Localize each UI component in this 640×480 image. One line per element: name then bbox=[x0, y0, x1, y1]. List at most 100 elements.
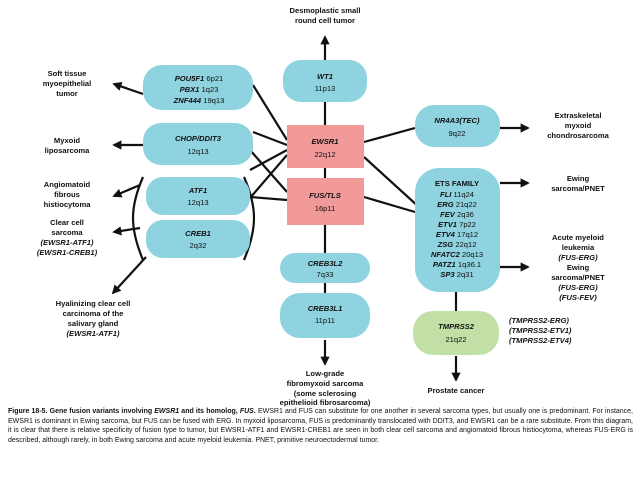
node-ets-line-5: ETV4 17q12 bbox=[436, 230, 478, 239]
outcome-soft-tissue: Soft tissue myoepithelial tumor bbox=[43, 69, 92, 98]
outcome-ewing-pnet2-fusion-1: (FUS-ERG) bbox=[558, 283, 598, 292]
node-ewsr1-gene: EWSR1 bbox=[311, 137, 338, 146]
arrow-soft-tissue bbox=[112, 82, 144, 96]
line-atf1-fus bbox=[249, 195, 288, 202]
node-ets-locus-9: 2q31 bbox=[457, 270, 474, 279]
line-pou-ewsr1 bbox=[252, 84, 288, 141]
caption-title: Figure 18-5. Gene fusion variants involv… bbox=[8, 408, 155, 415]
outcome-ext-myxoid: Extraskeletal myxoid chondrosarcoma bbox=[547, 111, 609, 140]
outcome-low-grade-line-4: epithelioid fibrosarcoma) bbox=[280, 398, 371, 407]
outcome-clear-cell-line-2: sarcoma bbox=[51, 228, 83, 237]
node-ets-gene-7: NFATC2 bbox=[431, 250, 461, 259]
node-pou-locus-2: 1q23 bbox=[202, 85, 219, 94]
node-pou-gene-2: PBX1 bbox=[180, 85, 200, 94]
line-ewsr1-nr4a3 bbox=[363, 126, 416, 144]
outcome-ext-myxoid-line-1: Extraskeletal bbox=[555, 111, 602, 120]
node-creb3l2-gene: CREB3L2 bbox=[308, 259, 343, 268]
line-atf1-ewsr1 bbox=[249, 154, 288, 199]
outcome-ewing-pnet2-fusion-2: (FUS-FEV) bbox=[559, 293, 597, 302]
outcome-aml: Acute myeloid leukemia (FUS-ERG) bbox=[552, 233, 604, 262]
line-chop-ewsr1 bbox=[252, 130, 288, 147]
node-pou: POU5F1 6p21 PBX1 1q23 ZNF444 19q13 bbox=[143, 65, 253, 110]
caption-title-gene-1: EWSR1 bbox=[154, 408, 180, 415]
line-ewsr1-ets bbox=[363, 156, 421, 209]
node-pou-locus-3: 19q13 bbox=[203, 96, 224, 105]
outcome-clear-cell: Clear cell sarcoma (EWSR1-ATF1) (EWSR1-C… bbox=[37, 218, 98, 257]
node-nr4a3-locus: 9q22 bbox=[449, 129, 466, 138]
node-creb1-locus: 2q32 bbox=[190, 241, 207, 250]
arrow-clear-cell bbox=[112, 226, 141, 236]
node-ets-line-8: PATZ1 1q36.1 bbox=[433, 260, 481, 269]
node-atf1-locus: 12q13 bbox=[187, 198, 208, 207]
figure-caption: Figure 18-5. Gene fusion variants involv… bbox=[8, 407, 633, 445]
node-ets-locus-7: 20q13 bbox=[462, 250, 483, 259]
node-ewsr1-locus: 22q12 bbox=[314, 150, 335, 159]
node-creb3l1-locus: 11p11 bbox=[315, 316, 335, 325]
node-atf1: ATF1 12q13 bbox=[146, 177, 250, 215]
node-wt1: WT1 11p13 bbox=[283, 60, 367, 102]
node-fus: FUS/TLS 16p11 bbox=[287, 178, 364, 225]
node-ets-gene-1: FLI bbox=[440, 190, 452, 199]
outcome-tmprss2-fusion-2: (TMPRSS2-ETV1) bbox=[509, 326, 572, 335]
node-tmprss2-gene: TMPRSS2 bbox=[438, 322, 475, 331]
node-ets-locus-4: 7p22 bbox=[459, 220, 476, 229]
outcome-aml-line-1: Acute myeloid bbox=[552, 233, 604, 242]
node-ets-gene-2: ERG bbox=[437, 200, 454, 209]
node-ets-locus-5: 17q12 bbox=[457, 230, 478, 239]
node-ets-locus-1: 11q24 bbox=[453, 190, 474, 199]
outcome-low-grade-line-2: fibromyxoid sarcoma bbox=[287, 379, 365, 388]
caption-title-end: . bbox=[253, 408, 256, 415]
node-ets-locus-8: 1q36.1 bbox=[458, 260, 481, 269]
node-wt1-gene: WT1 bbox=[317, 72, 333, 81]
node-ets-gene-3: FEV bbox=[440, 210, 456, 219]
node-atf1-gene: ATF1 bbox=[188, 186, 207, 195]
caption-title-gene-2: FUS bbox=[239, 408, 254, 415]
outcome-soft-tissue-line-2: myoepithelial bbox=[43, 79, 92, 88]
node-ets-line-2: ERG 21q22 bbox=[437, 200, 477, 209]
outcome-prostate: Prostate cancer bbox=[428, 386, 485, 395]
node-creb3l2: CREB3L2 7q33 bbox=[280, 253, 370, 283]
node-ets-line-4: ETV1 7p22 bbox=[438, 220, 476, 229]
outcome-clear-cell-line-1: Clear cell bbox=[50, 218, 84, 227]
node-pou-line-3: ZNF444 19q13 bbox=[173, 96, 225, 105]
outcome-myxoid-lipo: Myxoid liposarcoma bbox=[45, 136, 91, 155]
node-ets-gene-6: ZSG bbox=[437, 240, 454, 249]
node-creb1: CREB1 2q32 bbox=[146, 220, 250, 258]
node-ewsr1: EWSR1 22q12 bbox=[287, 125, 364, 168]
outcome-hyalinizing: Hyalinizing clear cell carcinoma of the … bbox=[56, 299, 131, 338]
node-ets-gene-5: ETV4 bbox=[436, 230, 456, 239]
outcome-aml-fusion: (FUS-ERG) bbox=[558, 253, 598, 262]
outcome-angiomatoid-line-3: histiocytoma bbox=[44, 200, 92, 209]
node-ets-gene-8: PATZ1 bbox=[433, 260, 456, 269]
node-ets-locus-2: 21q22 bbox=[456, 200, 477, 209]
outcome-ewing-pnet-line-2: sarcoma/PNET bbox=[551, 184, 605, 193]
line-chop-fus bbox=[249, 149, 288, 193]
outcome-hyalinizing-line-1: Hyalinizing clear cell bbox=[56, 299, 131, 308]
node-creb1-gene: CREB1 bbox=[185, 229, 211, 238]
outcome-ewing-pnet2-line-1: Ewing bbox=[567, 263, 590, 272]
node-pou-gene-3: ZNF444 bbox=[173, 96, 202, 105]
node-fus-locus: 16p11 bbox=[315, 204, 336, 213]
node-ets-line-3: FEV 2q36 bbox=[440, 210, 474, 219]
outcome-dsrct-line-1: Desmoplastic small bbox=[290, 6, 361, 15]
outcome-dsrct: Desmoplastic small round cell tumor bbox=[290, 6, 361, 25]
outcome-aml-line-2: leukemia bbox=[562, 243, 595, 252]
node-ets-locus-6: 22q12 bbox=[455, 240, 476, 249]
node-creb3l2-locus: 7q33 bbox=[317, 270, 334, 279]
outcome-ewing-pnet: Ewing sarcoma/PNET bbox=[551, 174, 605, 193]
outcome-low-grade-line-1: Low-grade bbox=[306, 369, 344, 378]
outcome-ext-myxoid-line-3: chondrosarcoma bbox=[547, 131, 609, 140]
arrow-angiomatoid bbox=[112, 183, 141, 198]
caption-title-mid: and its homolog, bbox=[179, 408, 240, 415]
bracket-left bbox=[131, 176, 145, 261]
outcome-ext-myxoid-line-2: myxoid bbox=[565, 121, 592, 130]
outcome-ewing-pnet-line-1: Ewing bbox=[567, 174, 590, 183]
node-chop-gene: CHOP/DDIT3 bbox=[175, 134, 222, 143]
outcome-angiomatoid: Angiomatoid fibrous histiocytoma bbox=[44, 180, 92, 209]
outcome-clear-cell-fusion-1: (EWSR1-ATF1) bbox=[40, 238, 93, 247]
node-ets-line-6: ZSG 22q12 bbox=[437, 240, 477, 249]
line-fus-ets bbox=[363, 195, 416, 214]
node-pou-locus-1: 6p21 bbox=[206, 74, 223, 83]
node-nr4a3-gene: NR4A3(TEC) bbox=[434, 116, 480, 125]
outcome-soft-tissue-line-3: tumor bbox=[56, 89, 78, 98]
